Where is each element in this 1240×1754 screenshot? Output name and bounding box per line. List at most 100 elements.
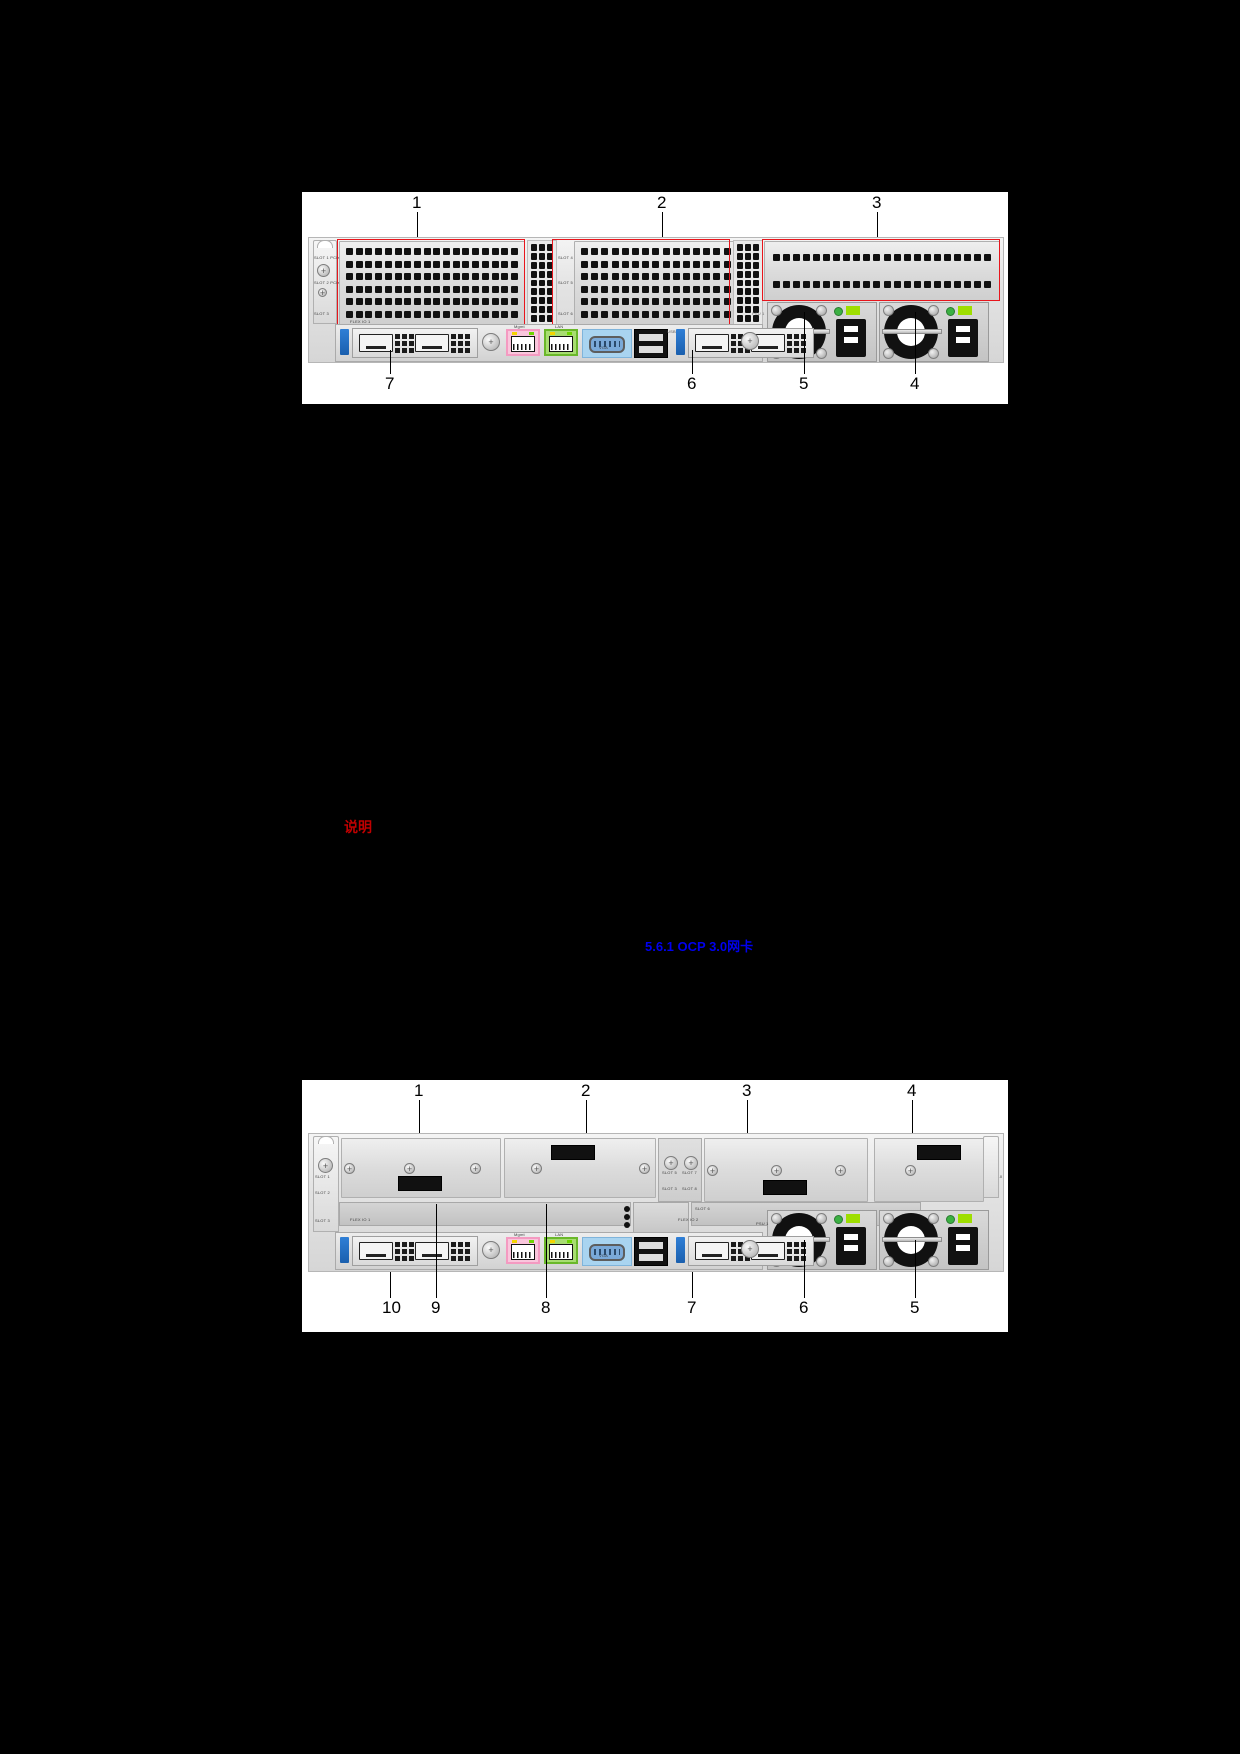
leader-2-5 — [915, 1240, 916, 1298]
sfp-port[interactable] — [695, 1242, 729, 1260]
ocp-card-connector-b[interactable] — [551, 1145, 595, 1160]
chassis-screw-left-1 — [317, 264, 330, 277]
callout-7: 7 — [385, 374, 395, 393]
mgmt-label-2: Mgmt — [514, 1232, 525, 1237]
sfp-vents — [787, 334, 806, 353]
lan-port-2[interactable] — [544, 1237, 578, 1264]
psu-screw — [928, 1256, 939, 1267]
flexio-card-1-2 — [352, 1236, 478, 1266]
sfp-port[interactable] — [415, 334, 449, 352]
riser-thumbscrew[interactable] — [835, 1165, 846, 1176]
cross-reference-link[interactable]: 5.6.1 OCP 3.0网卡 — [645, 939, 754, 954]
vent-row — [773, 280, 991, 289]
psu-power-connector — [836, 1227, 866, 1265]
slot-label-1: SLOT 1 PCIe — [314, 255, 340, 260]
riser-thumbscrew[interactable] — [905, 1165, 916, 1176]
psu-power-connector — [836, 319, 866, 357]
power-supply-2-2 — [879, 1210, 989, 1270]
mgmt-port-2[interactable] — [506, 1237, 540, 1264]
usb-label-1: USB — [667, 329, 676, 334]
lan-label-1: LAN — [555, 324, 564, 329]
riser-thumbscrew[interactable] — [344, 1163, 355, 1174]
callout-2-top: 2 — [657, 193, 667, 212]
ocp-card-connector-c[interactable] — [763, 1180, 807, 1195]
sfp-port[interactable] — [359, 334, 393, 352]
callout-5: 5 — [799, 374, 809, 393]
flexio-handle-2-2 — [676, 1237, 685, 1263]
riser-c-vents-1 — [765, 242, 999, 300]
mgmt-port-1[interactable] — [506, 329, 540, 356]
riser-thumbscrew[interactable] — [404, 1163, 415, 1174]
figure-rear-view-1: 1 2 3 SLOT 1 PCIe SLOT 2 PCIe SLOT 3 — [302, 192, 1008, 404]
highlight-box-3 — [762, 239, 1000, 301]
usb-ports-2[interactable] — [634, 1237, 668, 1266]
psu-screw — [883, 348, 894, 359]
flexio-handle-2 — [676, 329, 685, 355]
slot2-label-6: SLOT 6 — [695, 1206, 710, 1211]
riser-thumbscrew[interactable] — [639, 1163, 650, 1174]
lan-port-1[interactable] — [544, 329, 578, 356]
vga-port-2[interactable] — [582, 1237, 632, 1266]
psu-cable-clip — [846, 306, 860, 315]
psu-status-led — [946, 1215, 955, 1224]
slot-thumbscrew-7[interactable] — [684, 1156, 698, 1170]
callout-2-5: 5 — [910, 1298, 920, 1317]
vent-row — [346, 247, 518, 256]
riser-thumbscrew[interactable] — [470, 1163, 481, 1174]
io-thumbscrew-1-2[interactable] — [482, 1241, 500, 1259]
psu-screw — [883, 1213, 894, 1224]
vent-grid — [737, 244, 759, 322]
psu-screw — [816, 348, 827, 359]
vent-row — [773, 253, 991, 262]
leader-2-9 — [436, 1204, 437, 1298]
slot-thumbscrew-5[interactable] — [664, 1156, 678, 1170]
psu-cable-clip — [846, 1214, 860, 1223]
ocp-card-connector-a[interactable] — [398, 1176, 442, 1191]
vent-grid — [531, 244, 553, 322]
slot-label-5: SLOT 5 PCIe — [558, 280, 584, 285]
leader-5 — [804, 312, 805, 374]
slot2-label-8: SLOT 8 — [682, 1186, 697, 1191]
riser-card-d-2 — [874, 1138, 984, 1202]
psu-power-connector — [948, 319, 978, 357]
leader-2-10 — [390, 1272, 391, 1298]
sfp-port[interactable] — [359, 1242, 393, 1260]
flexio1-label-1: FLEX IO 1 — [350, 319, 371, 324]
riser-thumbscrew[interactable] — [771, 1165, 782, 1176]
callout-1-top: 1 — [412, 193, 422, 212]
vga-label-1: VGA — [599, 345, 609, 350]
chassis-latch-hook-1 — [317, 240, 333, 248]
vent-row — [346, 272, 518, 281]
ocp-card-connector-d[interactable] — [917, 1145, 961, 1160]
slot2-label-1: SLOT 1 — [315, 1174, 330, 1179]
sled-dot — [624, 1214, 630, 1220]
callout-2-3-top: 3 — [742, 1081, 752, 1100]
sfp-port[interactable] — [695, 334, 729, 352]
vga-label-2: VGA — [599, 1253, 609, 1258]
psu-handle — [882, 1237, 942, 1242]
power-supply-2 — [879, 302, 989, 362]
riser-thumbscrew[interactable] — [531, 1163, 542, 1174]
callout-2-2-top: 2 — [581, 1081, 591, 1100]
psu-screw — [928, 348, 939, 359]
riser-a-vents-1 — [340, 242, 524, 324]
leader-2-6 — [804, 1240, 805, 1298]
vent-row — [346, 310, 518, 319]
chassis-screw-left-2-1 — [318, 288, 327, 297]
sfp-port[interactable] — [415, 1242, 449, 1260]
figure-rear-view-2: 1 2 3 4 SLOT 1 SLOT 2 SLOT 3 — [302, 1080, 1008, 1332]
callout-6: 6 — [687, 374, 697, 393]
io-thumbscrew-2[interactable] — [741, 332, 759, 350]
slot-label-4: SLOT 4 PCIe — [558, 255, 584, 260]
io-thumbscrew-1[interactable] — [482, 333, 500, 351]
io-thumbscrew-2-2[interactable] — [741, 1240, 759, 1258]
vga-port-1[interactable] — [582, 329, 632, 358]
vent-row — [581, 297, 741, 306]
usb-ports-1[interactable] — [634, 329, 668, 358]
psu-screw — [771, 305, 782, 316]
chassis-left-ear-2 — [313, 1136, 339, 1232]
chassis-right-ear-2 — [983, 1136, 999, 1198]
psu-screw — [816, 305, 827, 316]
callout-3-top: 3 — [872, 193, 882, 212]
riser-thumbscrew[interactable] — [707, 1165, 718, 1176]
